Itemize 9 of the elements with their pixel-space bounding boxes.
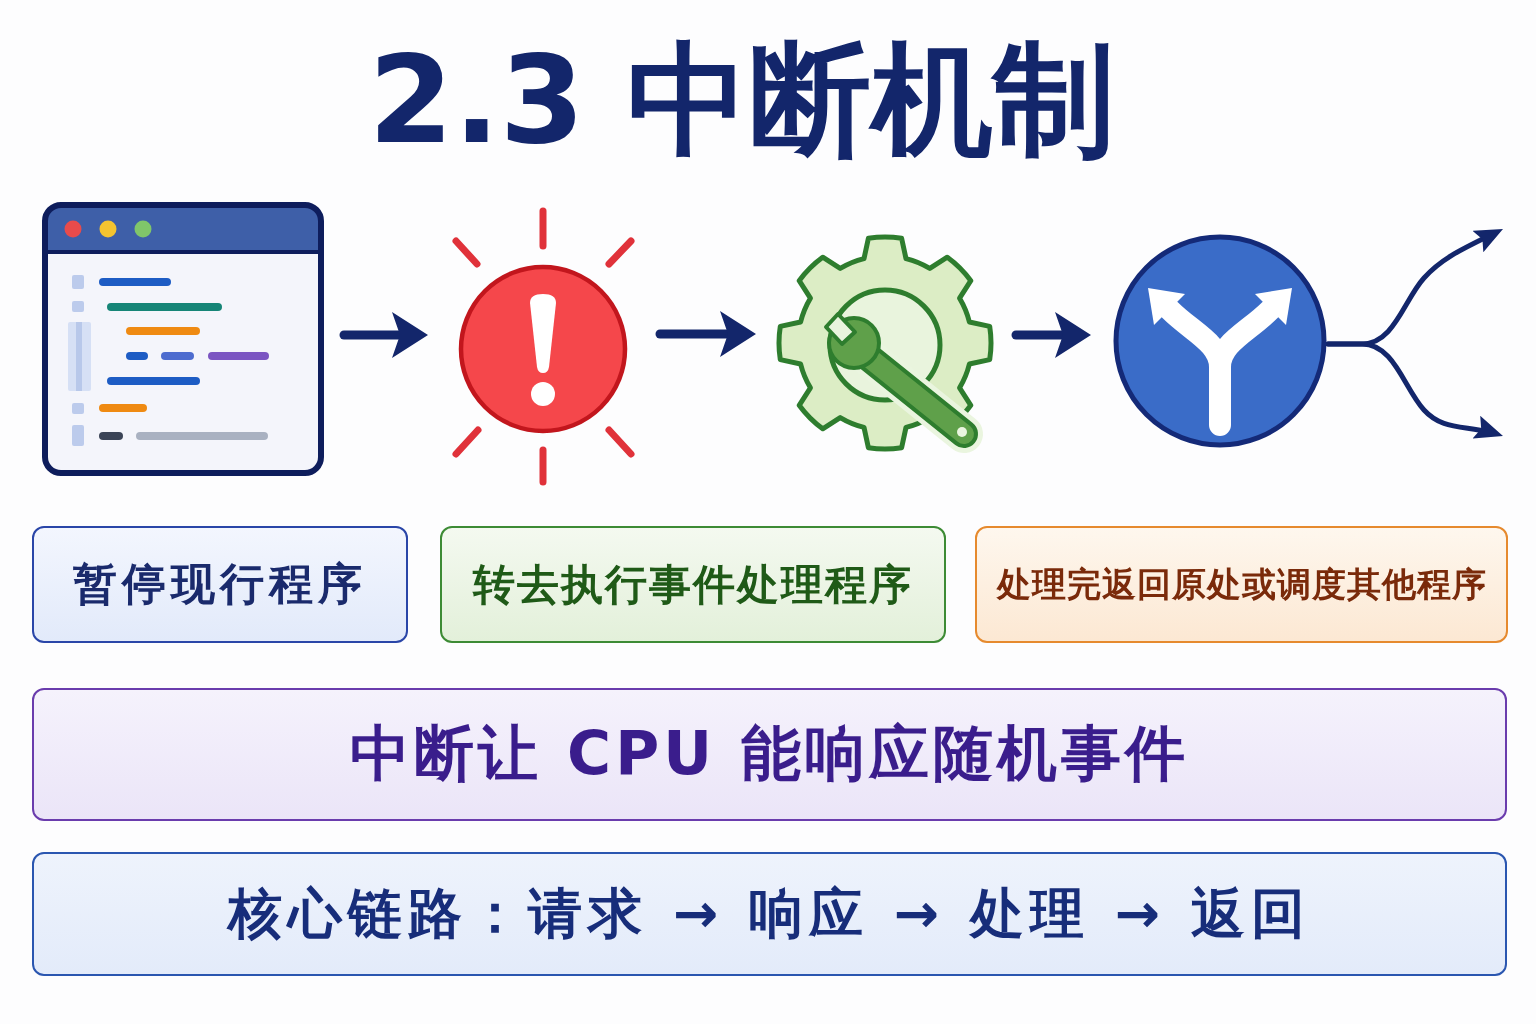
- step-box: 暂停现行程序: [32, 526, 408, 643]
- step-box: 转去执行事件处理程序: [440, 526, 946, 643]
- fork-arrows-icon: [1112, 233, 1328, 449]
- code-window-drawing: [42, 202, 324, 476]
- step-box: 处理完返回原处或调度其他程序: [975, 526, 1508, 643]
- title: 2.3 中断机制: [368, 30, 1116, 171]
- summary-banner: 中断让 CPU 能响应随机事件: [32, 688, 1507, 821]
- flow-banner: 核心链路：请求 → 响应 → 处理 → 返回: [32, 852, 1507, 976]
- alert-icon: [450, 206, 638, 486]
